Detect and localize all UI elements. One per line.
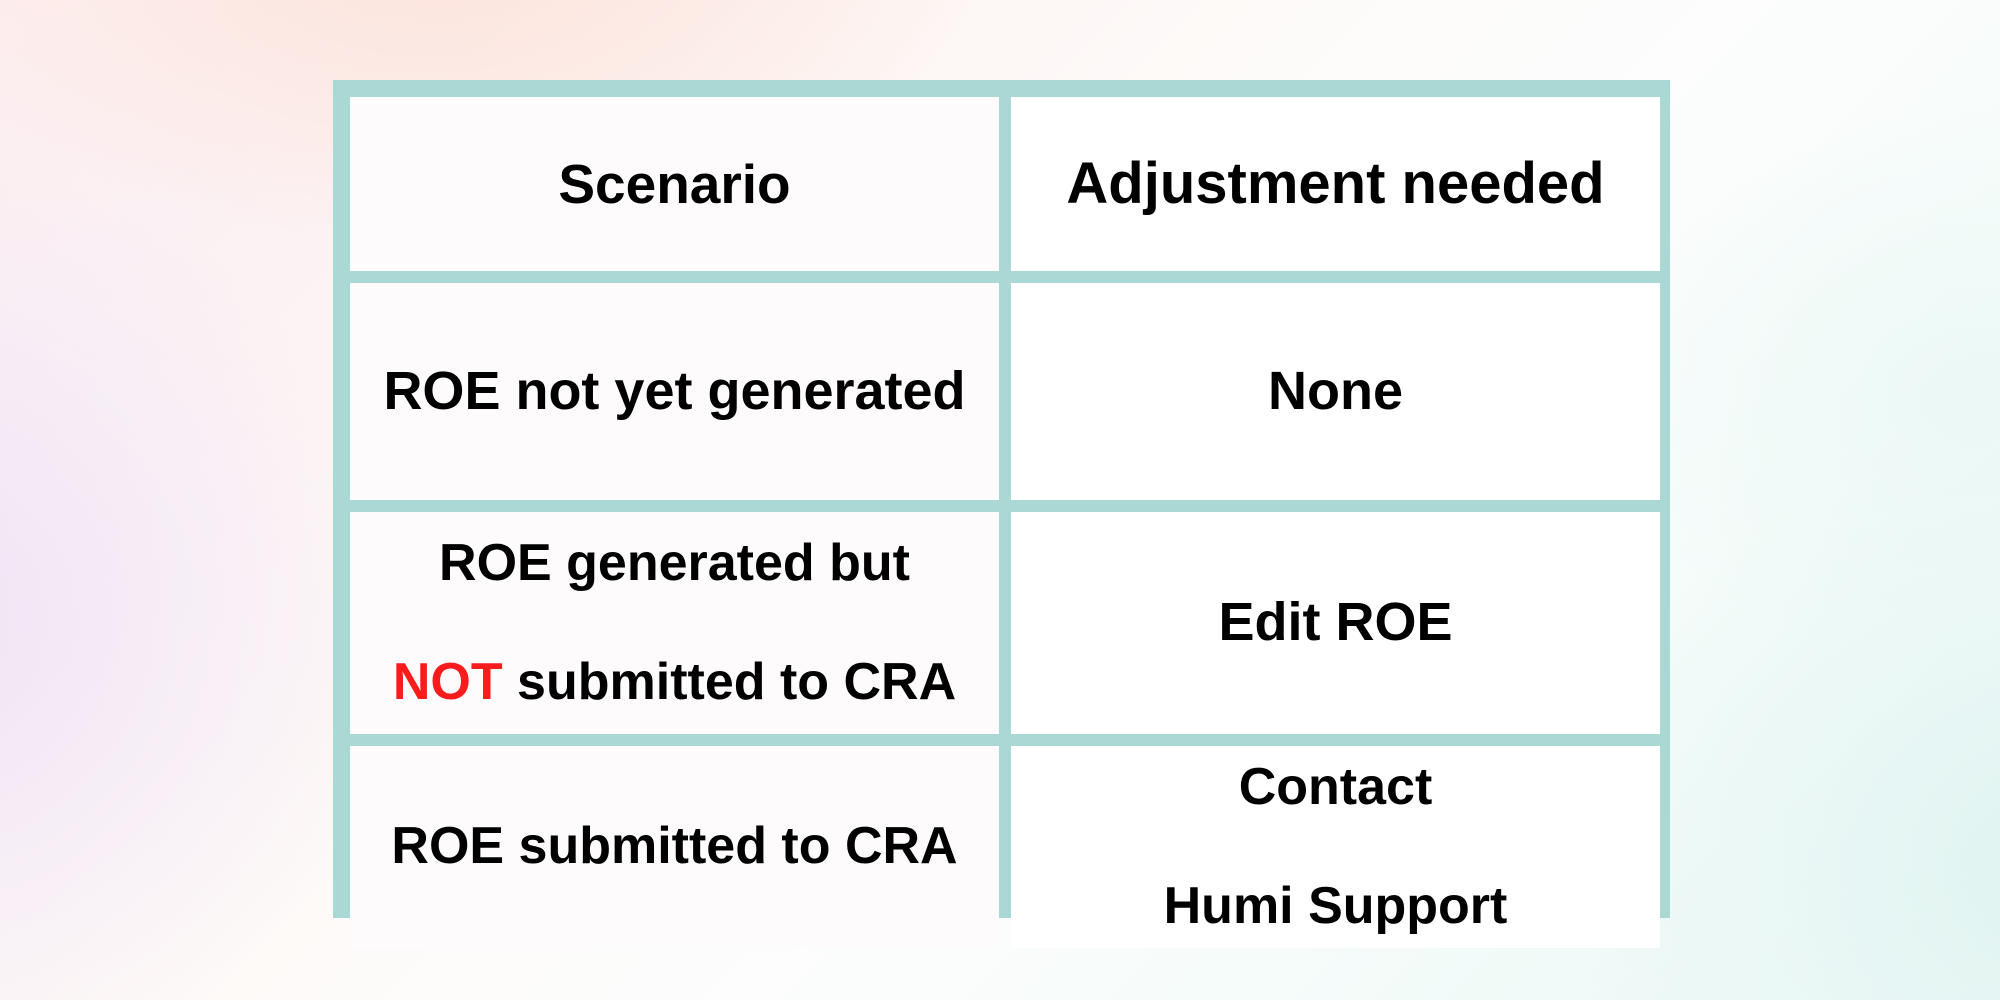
table-row: None (1011, 283, 1660, 500)
table-header-cell-scenario: Scenario (350, 97, 999, 271)
scenario-table: Scenario Adjustment needed ROE not yet g… (333, 80, 1670, 948)
adjustment-line-2: Humi Support (1163, 876, 1508, 935)
table-row: ROE submitted to CRA (350, 746, 999, 948)
cell-adjustment-none: None (1268, 360, 1403, 421)
scenario-table-grid: Scenario Adjustment needed ROE not yet g… (333, 80, 1670, 948)
scenario-line-2-rest: submitted to CRA (502, 652, 957, 711)
emphasis-not: NOT (392, 652, 503, 711)
column-header-adjustment-needed: Adjustment needed (1066, 150, 1605, 216)
adjustment-line-1: Contact (1238, 758, 1433, 817)
cell-scenario-roe-submitted: ROE submitted to CRA (391, 817, 958, 876)
table-header-cell-adjustment: Adjustment needed (1011, 97, 1660, 271)
scenario-line-2: NOT submitted to CRA (366, 653, 983, 712)
cell-adjustment-edit-roe: Edit ROE (1218, 592, 1453, 653)
cell-adjustment-contact-support: Contact Humi Support (1027, 746, 1644, 948)
cell-scenario-roe-generated-not-submitted: ROE generated but NOT submitted to CRA (366, 512, 983, 734)
table-row: Contact Humi Support (1011, 746, 1660, 948)
table-row: ROE generated but NOT submitted to CRA (350, 512, 999, 734)
table-row: Edit ROE (1011, 512, 1660, 734)
column-header-scenario: Scenario (558, 152, 791, 215)
table-row: ROE not yet generated (350, 283, 999, 500)
scenario-line-1: ROE generated but (439, 534, 910, 593)
cell-scenario-roe-not-generated: ROE not yet generated (383, 360, 966, 421)
